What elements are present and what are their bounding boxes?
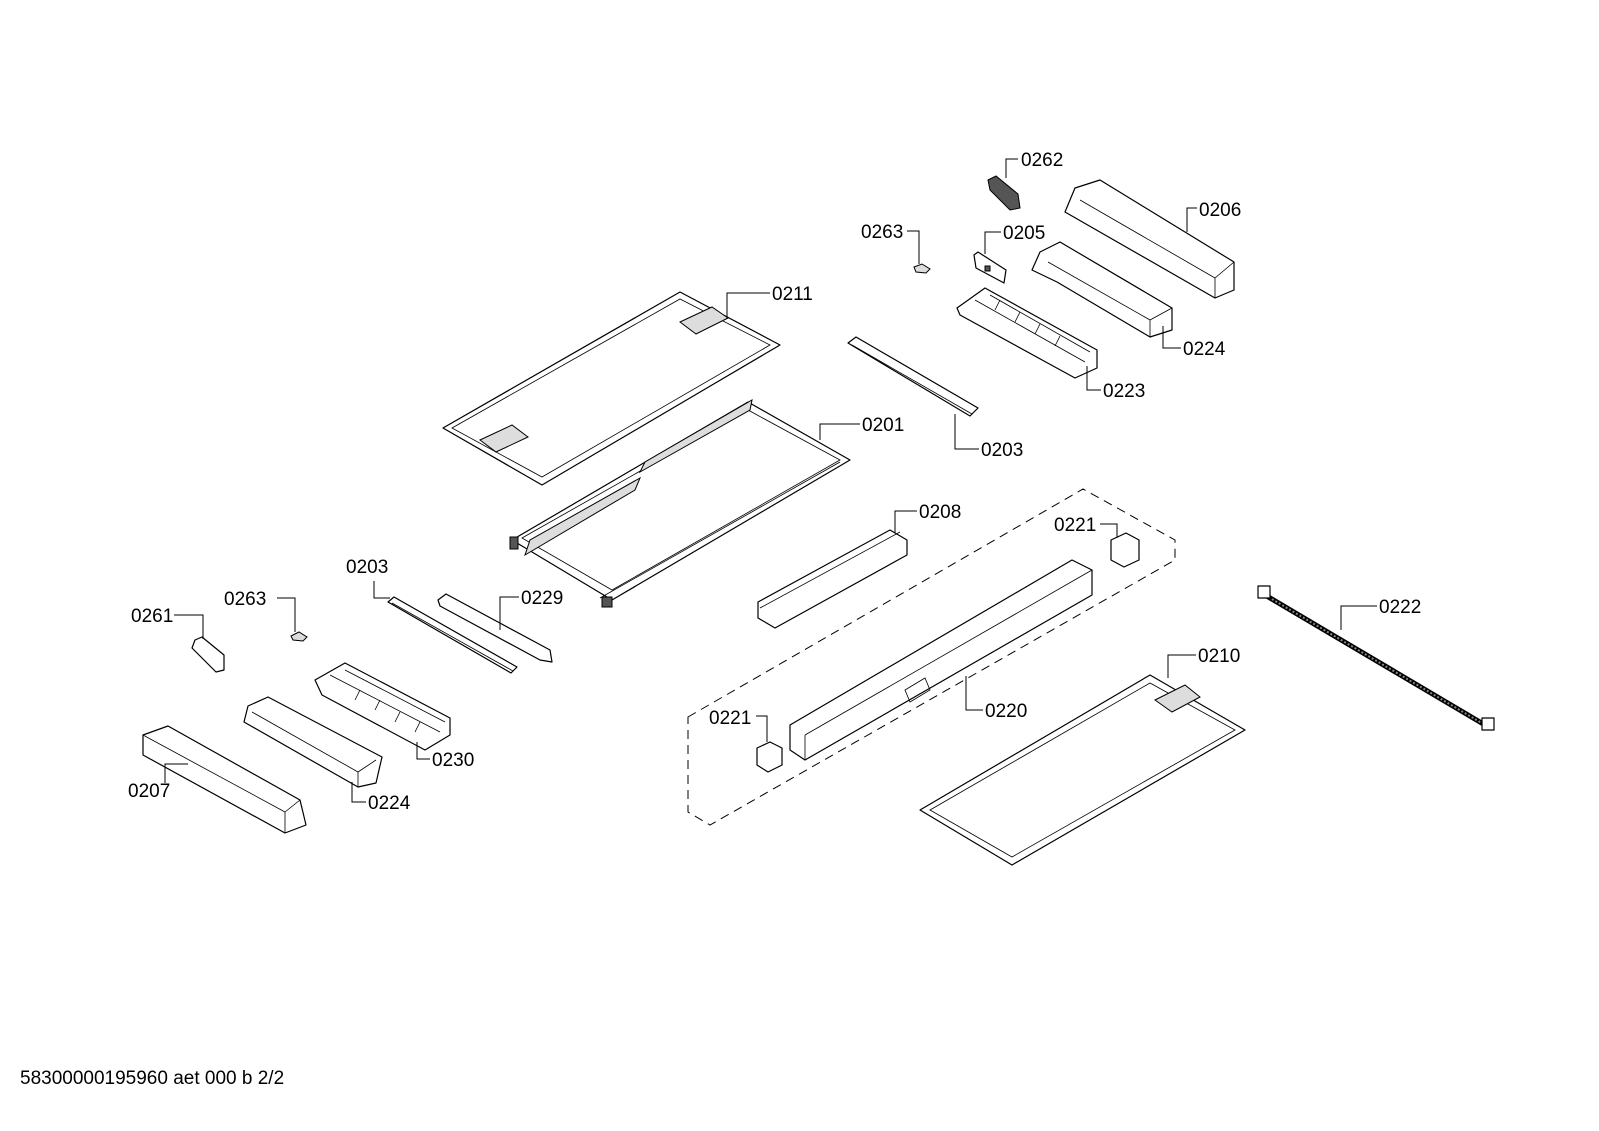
- callout-0221: 0221: [1054, 515, 1096, 536]
- part-0220-light-bar: [789, 559, 1093, 761]
- part-0203-rod: [847, 336, 979, 417]
- assembly-boundary: [687, 488, 1176, 826]
- callout-0220: 0220: [985, 701, 1027, 722]
- callout-0263: 0263: [861, 222, 903, 243]
- leader-lines: [164, 158, 1377, 803]
- part-0201-cover-panel: [509, 399, 851, 608]
- callout-0210: 0210: [1198, 646, 1240, 667]
- part-0210-filter-frame: [919, 674, 1246, 866]
- part-0221-endcap: [1110, 532, 1140, 568]
- callout-0223: 0223: [1103, 381, 1145, 402]
- part-0224-channel: [1031, 241, 1173, 338]
- part-0221-endcap: [756, 741, 783, 773]
- part-0205: [973, 251, 1007, 284]
- callout-0201: 0201: [862, 415, 904, 436]
- part-0262: [987, 175, 1021, 211]
- callout-0229: 0229: [521, 588, 563, 609]
- callout-0207: 0207: [128, 781, 170, 802]
- part-0224-channel: [243, 696, 383, 788]
- part-0261-plate: [191, 636, 225, 673]
- callout-0205: 0205: [1003, 223, 1045, 244]
- callout-0206: 0206: [1199, 200, 1241, 221]
- part-0223-housing: [956, 287, 1098, 379]
- callout-0224: 0224: [1183, 339, 1226, 360]
- part-0206-channel: [1064, 179, 1235, 299]
- part-0263: [913, 263, 931, 274]
- callout-0261: 0261: [131, 606, 173, 627]
- drawing-number-footer: 58300000195960 aet 000 b 2/2: [20, 1068, 284, 1089]
- part-0208-bar: [757, 529, 908, 629]
- part-0263: [290, 631, 308, 642]
- callout-0203: 0203: [981, 440, 1023, 461]
- part-0203-rod: [387, 596, 518, 674]
- callout-0262: 0262: [1021, 150, 1063, 171]
- callout-0230: 0230: [432, 750, 474, 771]
- part-0222-cable: [1257, 585, 1495, 731]
- callout-0221: 0221: [709, 708, 751, 729]
- part-0207-channel: [142, 725, 307, 834]
- callout-0203: 0203: [346, 557, 388, 578]
- callout-0211: 0211: [772, 284, 813, 305]
- part-0211-filter-frame: [442, 291, 781, 486]
- callout-0263: 0263: [224, 589, 266, 610]
- part-0230-housing: [314, 662, 451, 751]
- callout-0222: 0222: [1379, 597, 1421, 618]
- part-0229-rail: [437, 593, 553, 663]
- callout-0208: 0208: [919, 502, 961, 523]
- callout-0224: 0224: [368, 793, 411, 814]
